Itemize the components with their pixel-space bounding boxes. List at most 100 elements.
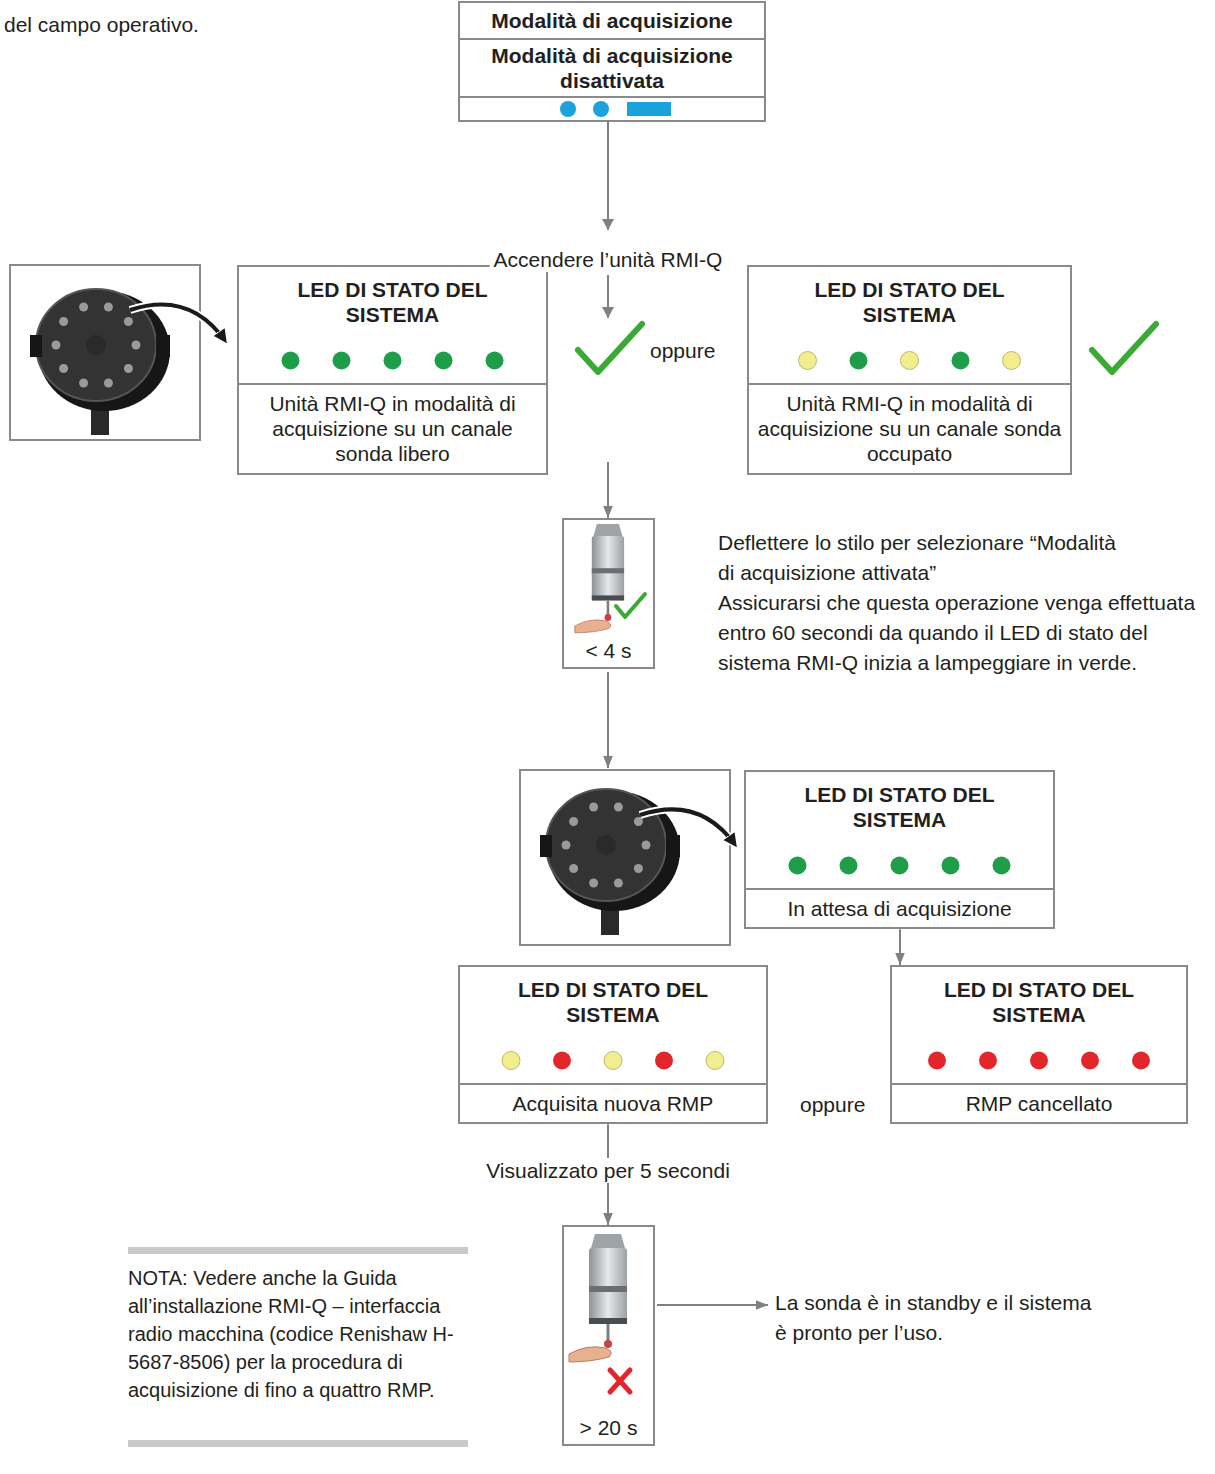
rmiq-unit — [30, 289, 170, 435]
led-dot — [486, 352, 504, 370]
box-heading-row: LED DI STATO DEL SISTEMA — [892, 967, 1186, 1037]
check-mark — [616, 594, 645, 617]
time-row: > 20 s — [564, 1227, 653, 1444]
led-dot — [928, 1052, 946, 1070]
flow-connector — [899, 929, 901, 965]
table-heading: Modalità di acquisizione — [491, 8, 733, 33]
led-dot — [333, 352, 351, 370]
led-pattern — [789, 857, 1011, 875]
image-frame — [520, 770, 730, 945]
time-limit: < 4 s — [585, 638, 631, 663]
led-dot — [1081, 1052, 1099, 1070]
led-dot — [706, 1052, 724, 1070]
table-row: Modalità di acquisizione disattivata — [460, 40, 764, 98]
box-body-row: In attesa di acquisizione — [746, 890, 1053, 927]
probe — [569, 1234, 627, 1362]
continued-text: del campo operativo. — [4, 10, 199, 40]
connector-label: Accendere l’unità RMI-Q — [490, 247, 727, 272]
led-status-box: LED DI STATO DEL SISTEMA RMP cancellato — [890, 965, 1188, 1124]
led-row — [749, 337, 1070, 385]
led-status-box: LED DI STATO DEL SISTEMA Acquisita nuova … — [458, 965, 768, 1124]
led-row — [460, 98, 764, 120]
box-heading: LED DI STATO DEL SISTEMA — [493, 977, 733, 1027]
led-dot — [1030, 1052, 1048, 1070]
table-row: Modalità di acquisizione — [460, 3, 764, 40]
box-body-row: RMP cancellato — [892, 1085, 1186, 1122]
led-dot — [952, 352, 970, 370]
led-dot — [789, 857, 807, 875]
cross-mark — [610, 1370, 630, 1392]
led-row — [746, 842, 1053, 890]
led-dot — [799, 352, 817, 370]
led-pattern — [928, 1052, 1150, 1070]
led-dot — [1003, 352, 1021, 370]
probe-illustration — [575, 524, 645, 633]
instruction-text: Deflettere lo stilo per selezionare “Mod… — [718, 528, 1118, 588]
led-dot — [901, 352, 919, 370]
led-dot — [560, 101, 576, 117]
box-body-row: Unità RMI-Q in modalità di acquisizione … — [749, 385, 1070, 473]
mode-table: Modalità di acquisizioneModalità di acqu… — [458, 1, 766, 122]
led-dot — [502, 1052, 520, 1070]
led-status-box: LED DI STATO DEL SISTEMA Unità RMI-Q in m… — [237, 265, 548, 475]
led-dot — [553, 1052, 571, 1070]
led-dash — [627, 102, 671, 116]
note-bar — [128, 1247, 468, 1254]
check-mark — [578, 324, 642, 372]
alternative-label: oppure — [650, 336, 715, 366]
led-dot — [655, 1052, 673, 1070]
flow-arrow — [607, 672, 609, 768]
led-row — [892, 1037, 1186, 1085]
led-dot — [384, 352, 402, 370]
led-pattern — [282, 352, 504, 370]
instruction-text: Assicurarsi che questa operazione venga … — [718, 588, 1210, 678]
time-row: < 4 s — [564, 520, 653, 667]
mode-name: Modalità di acquisizione disattivata — [460, 43, 764, 93]
alternative-label: oppure — [800, 1090, 865, 1120]
rmiq-illustration — [10, 265, 226, 440]
led-dot — [891, 857, 909, 875]
pointer-arrow — [130, 304, 226, 342]
box-heading: LED DI STATO DEL SISTEMA — [780, 782, 1020, 832]
led-dot — [993, 857, 1011, 875]
box-heading-row: LED DI STATO DEL SISTEMA — [749, 267, 1070, 337]
led-pattern — [502, 1052, 724, 1070]
result-text: La sonda è in standby e il sistema è pro… — [775, 1288, 1095, 1348]
led-pattern — [560, 101, 671, 117]
probe-step-box: < 4 s — [562, 518, 655, 669]
pointer-outline — [130, 304, 226, 342]
connector-label: Visualizzato per 5 secondi — [482, 1158, 734, 1183]
led-dot — [979, 1052, 997, 1070]
flow-arrow — [657, 1304, 768, 1306]
led-dot — [282, 352, 300, 370]
box-body-row: Acquisita nuova RMP — [460, 1085, 766, 1122]
box-body-row: Unità RMI-Q in modalità di acquisizione … — [239, 385, 546, 473]
led-dot — [1132, 1052, 1150, 1070]
flow-connector — [607, 122, 609, 518]
led-dot — [604, 1052, 622, 1070]
led-dot — [593, 101, 609, 117]
led-dot — [840, 857, 858, 875]
rmiq-illustration — [520, 770, 736, 945]
status-description: In attesa di acquisizione — [787, 896, 1011, 921]
probe — [575, 524, 624, 633]
note-text: NOTA: Vedere anche la Guida all’installa… — [128, 1264, 468, 1404]
box-heading-row: LED DI STATO DEL SISTEMA — [746, 772, 1053, 842]
probe-step-box: > 20 s — [562, 1225, 655, 1446]
box-heading: LED DI STATO DEL SISTEMA — [919, 977, 1159, 1027]
box-heading-row: LED DI STATO DEL SISTEMA — [460, 967, 766, 1037]
led-dot — [942, 857, 960, 875]
box-heading: LED DI STATO DEL SISTEMA — [790, 277, 1030, 327]
image-frame — [10, 265, 200, 440]
status-description: Acquisita nuova RMP — [513, 1091, 714, 1116]
probe-illustration — [569, 1234, 630, 1392]
led-pattern — [799, 352, 1021, 370]
box-heading-row: LED DI STATO DEL SISTEMA — [239, 267, 546, 337]
check-mark — [1092, 324, 1156, 372]
pointer-arrow — [640, 809, 736, 846]
time-limit: > 20 s — [580, 1415, 638, 1440]
status-description: RMP cancellato — [966, 1091, 1113, 1116]
status-description: Unità RMI-Q in modalità di acquisizione … — [757, 391, 1062, 467]
